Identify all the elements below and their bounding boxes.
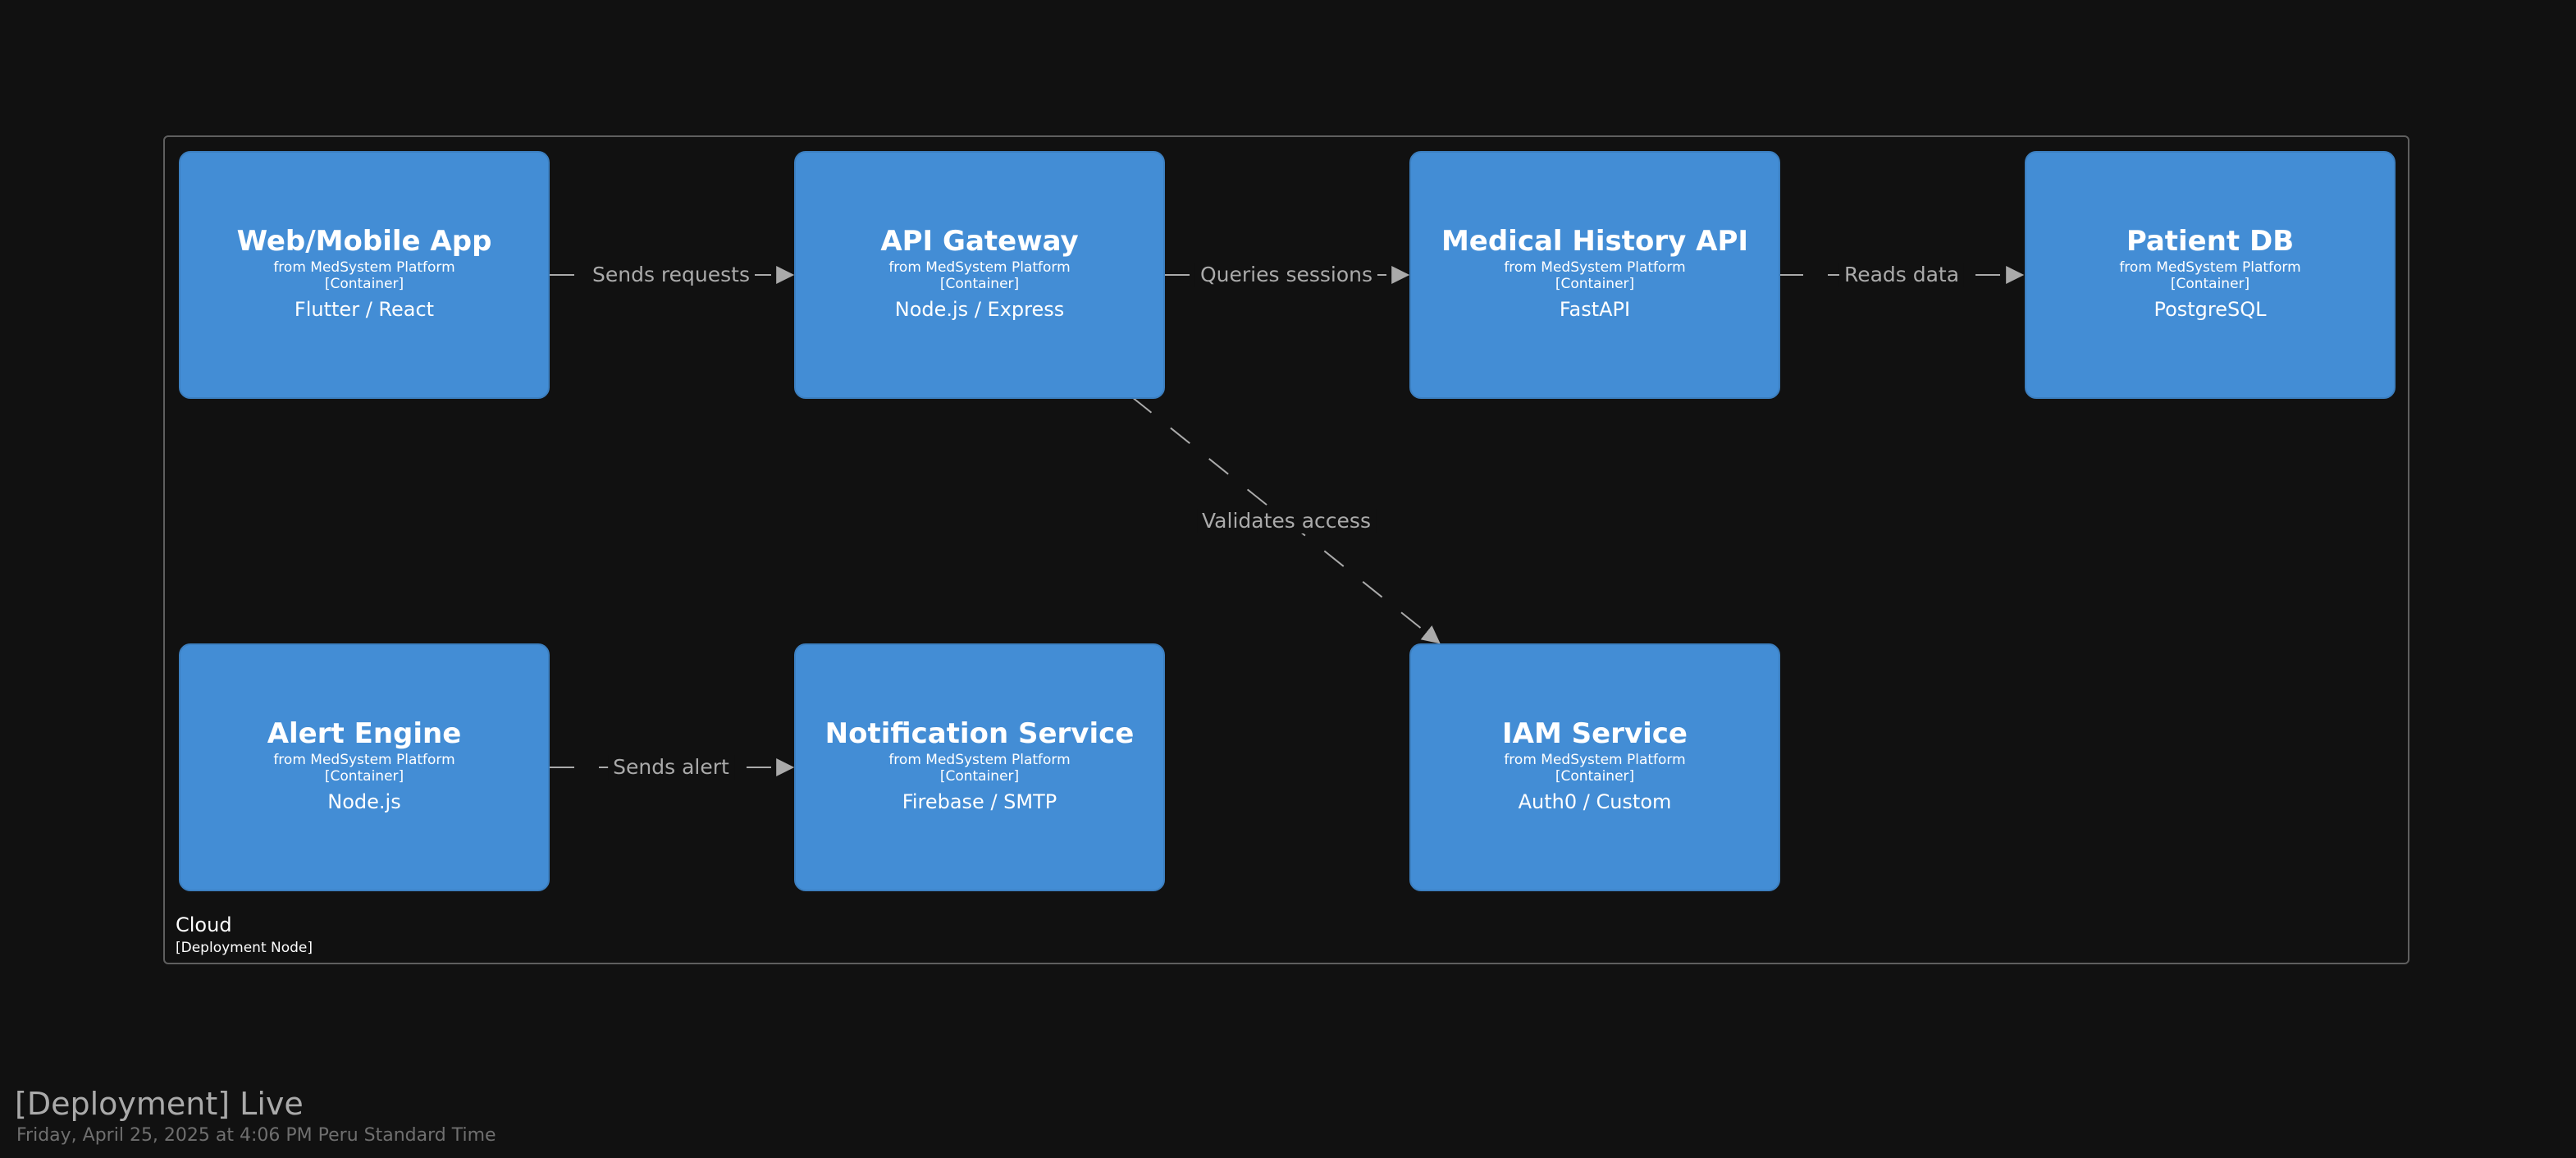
container-origin: from MedSystem Platform [888,259,1071,276]
container-kind: [Container] [324,276,404,292]
container-title: API Gateway [880,225,1079,258]
container-title: IAM Service [1502,717,1688,750]
label-sends-alert: Sends alert [608,755,734,780]
label-reads-data: Reads data [1838,263,1965,287]
container-patient-db[interactable]: Patient DB from MedSystem Platform [Cont… [2025,151,2396,399]
diagram-title: [Deployment] Live [15,1086,304,1122]
container-title: Notification Service [824,717,1135,750]
container-title: Patient DB [2126,225,2295,258]
container-technology: FastAPI [1559,298,1631,321]
container-iam-service[interactable]: IAM Service from MedSystem Platform [Con… [1409,643,1780,891]
container-title: Web/Mobile App [236,225,492,258]
deployment-node-type: [Deployment Node] [176,940,313,956]
container-origin: from MedSystem Platform [888,752,1071,768]
container-kind: [Container] [1555,276,1635,292]
diagram-date: Friday, April 25, 2025 at 4:06 PM Peru S… [16,1125,496,1146]
container-technology: Flutter / React [294,298,435,321]
container-api-gateway[interactable]: API Gateway from MedSystem Platform [Con… [794,151,1165,399]
container-origin: from MedSystem Platform [1504,259,1686,276]
deployment-node-cloud [163,135,2409,964]
label-sends-requests: Sends requests [587,263,755,287]
container-web-mobile-app[interactable]: Web/Mobile App from MedSystem Platform [… [179,151,550,399]
container-technology: Auth0 / Custom [1518,790,1672,813]
container-technology: Firebase / SMTP [902,790,1057,813]
label-validates-access: Validates access [1197,509,1376,533]
container-kind: [Container] [939,276,1020,292]
container-technology: Node.js [327,790,401,813]
container-kind: [Container] [939,768,1020,785]
container-technology: PostgreSQL [2154,298,2267,321]
container-kind: [Container] [2170,276,2250,292]
container-title: Medical History API [1441,225,1749,258]
container-kind: [Container] [1555,768,1635,785]
container-kind: [Container] [324,768,404,785]
container-alert-engine[interactable]: Alert Engine from MedSystem Platform [Co… [179,643,550,891]
container-origin: from MedSystem Platform [1504,752,1686,768]
container-title: Alert Engine [267,717,462,750]
deployment-node-name: Cloud [176,913,232,936]
container-notification-service[interactable]: Notification Service from MedSystem Plat… [794,643,1165,891]
container-origin: from MedSystem Platform [273,752,455,768]
container-technology: Node.js / Express [894,298,1065,321]
container-origin: from MedSystem Platform [273,259,455,276]
container-origin: from MedSystem Platform [2119,259,2301,276]
container-medical-history-api[interactable]: Medical History API from MedSystem Platf… [1409,151,1780,399]
label-queries-sessions: Queries sessions [1194,263,1378,287]
edge-gateway-to-iam [1131,396,1441,644]
